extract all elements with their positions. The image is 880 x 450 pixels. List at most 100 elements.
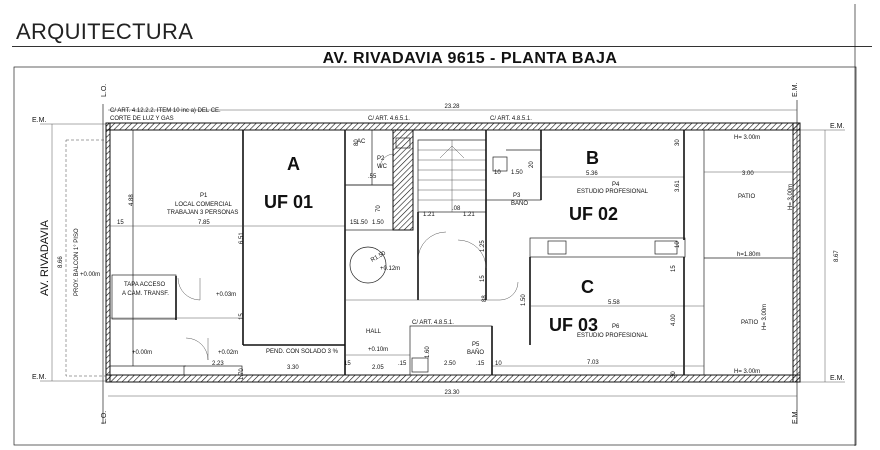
- plan-title-text: AV. RIVADAVIA 9615 - PLANTA BAJA: [322, 50, 618, 67]
- unit-a-letter: A: [287, 154, 300, 174]
- dim-558: 5.58: [608, 300, 620, 306]
- dim-88: 88: [482, 295, 488, 302]
- uf03-bath-fixture: [411, 357, 429, 373]
- room-patio-bottom: PATIO: [741, 320, 758, 326]
- wall-top: [105, 122, 801, 131]
- dim-15d: .15: [476, 361, 485, 367]
- wall-bottom: [105, 374, 801, 383]
- dim-121a: 1.21: [423, 212, 435, 218]
- note-art-a: C/ ART. 4.6.5.1.: [368, 116, 410, 122]
- hall-door-3: [499, 281, 519, 301]
- dim-150b: 1.50: [511, 170, 523, 176]
- unit-a-label: UF 01: [264, 192, 313, 212]
- em-marker-tr: E.M.: [830, 123, 844, 130]
- dim-223: 2.23: [212, 361, 224, 367]
- unit-c-label: UF 03: [549, 315, 598, 335]
- level-e: +0.12m: [380, 266, 400, 272]
- core-wall-shaft: [392, 129, 414, 231]
- room-p4-tag: P4: [612, 182, 620, 188]
- dim-10c: 10: [494, 170, 501, 176]
- header-title: ARQUITECTURA: [16, 19, 194, 44]
- level-b: +0.03m: [216, 292, 236, 298]
- dim-total-bottom: 23.30: [444, 390, 460, 396]
- entrance-step: [183, 365, 243, 376]
- dim-70: 70: [376, 205, 382, 212]
- dim-170: 1.70: [239, 368, 245, 380]
- note-h-top: H= 3.00m: [734, 135, 760, 141]
- dim-80: 80: [354, 139, 360, 146]
- dim-15b: 15: [239, 313, 245, 320]
- note-corte-1: C/ ART. 4.12.2.2. ITEM 10 inc a) DEL CE.: [110, 108, 221, 114]
- room-ac: AC: [357, 139, 366, 145]
- dim-15a: 15: [117, 220, 124, 226]
- balcony-projection: [65, 139, 107, 377]
- dim-total-top: 23.28: [444, 104, 460, 110]
- note-h-180: h=1.80m: [737, 252, 761, 258]
- dim-300: 3.00: [742, 171, 754, 177]
- dim-010: 10: [495, 361, 502, 367]
- note-art-b: C/ ART. 4.8.5.1.: [490, 116, 532, 122]
- kitchenette: [529, 237, 686, 258]
- room-p1-name: LOCAL COMERCIAL: [175, 202, 232, 208]
- level-a: +0.00m: [80, 272, 100, 278]
- dim-20: 20: [529, 161, 535, 168]
- radius-label: R1.50: [370, 250, 387, 264]
- dim-250: 2.50: [444, 361, 456, 367]
- dim-08: .08: [452, 206, 461, 212]
- room-hall: HALL: [366, 329, 382, 335]
- em-marker-bl: E.M.: [32, 374, 46, 381]
- level-d: +0.02m: [218, 350, 238, 356]
- em-marker-top-v: E.M.: [792, 83, 799, 97]
- turning-circle: [349, 246, 387, 284]
- street-label: AV. RIVADAVIA: [39, 219, 51, 296]
- dim-150d: 1.50: [372, 220, 384, 226]
- wall-front: [105, 122, 111, 383]
- unit-b-letter: B: [586, 148, 599, 168]
- note-h-v2: H= 3.00m: [762, 304, 768, 330]
- room-p1-people: TRABAJAN 3 PERSONAS: [167, 210, 238, 216]
- note-tapa-1: TAPA ACCESO: [124, 282, 165, 288]
- note-h-bottom: H= 3.00m: [734, 369, 760, 375]
- dim-150c: 1.50: [521, 294, 527, 306]
- dim-121b: 1.21: [463, 212, 475, 218]
- room-p3-name: BAÑO: [511, 200, 528, 207]
- room-p4-name: ESTUDIO PROFESIONAL: [577, 189, 649, 195]
- balcony-label: PROY. BALCON 1° PISO: [74, 228, 80, 296]
- note-art-c: C/ ART. 4.8.5.1.: [412, 320, 454, 326]
- dim-488: 4.88: [129, 194, 135, 206]
- room-patio-top: PATIO: [738, 194, 755, 200]
- dim-55: .55: [368, 174, 377, 180]
- lo-marker-bottom: L.O.: [101, 411, 108, 424]
- wc-door-swing: [379, 153, 395, 169]
- plan-title: AV. RIVADAVIA 9615 - PLANTA BAJA: [0, 50, 880, 68]
- kitchen-sink-1: [547, 240, 567, 255]
- dim-400: 4.00: [671, 314, 677, 326]
- em-marker-br: E.M.: [830, 375, 844, 382]
- dim-150a: 1.50: [356, 220, 368, 226]
- stair-treads: [418, 140, 486, 212]
- dim-651: 6.51: [239, 232, 245, 244]
- note-corte-2: CORTE DE LUZ Y GAS: [110, 116, 174, 122]
- hall-door-2: [457, 239, 487, 269]
- room-p6-name: ESTUDIO PROFESIONAL: [577, 333, 649, 339]
- dim-15e: 15: [344, 361, 351, 367]
- uf02-bath-fixture: [492, 156, 508, 172]
- unit-b-label: UF 02: [569, 204, 618, 224]
- dim-15h: 15: [480, 275, 486, 282]
- dim-15c: .15: [398, 361, 407, 367]
- room-p2-tag: P2: [377, 156, 385, 162]
- sheet-frame: [13, 66, 857, 446]
- dim-10b: 10: [675, 241, 681, 248]
- dim-15f: 15: [350, 220, 357, 226]
- dim-30b: 30: [671, 371, 677, 378]
- dim-depth-left: 8.66: [58, 256, 64, 268]
- room-p6-tag: P6: [612, 324, 620, 330]
- door-swing-1: [177, 277, 201, 301]
- em-marker-tl: E.M.: [32, 117, 46, 124]
- room-p1-tag: P1: [200, 193, 208, 199]
- kitchen-sink-2: [654, 240, 678, 255]
- door-swing-2: [185, 337, 209, 361]
- dim-15g: 15: [671, 265, 677, 272]
- dim-160: 1.60: [425, 346, 431, 358]
